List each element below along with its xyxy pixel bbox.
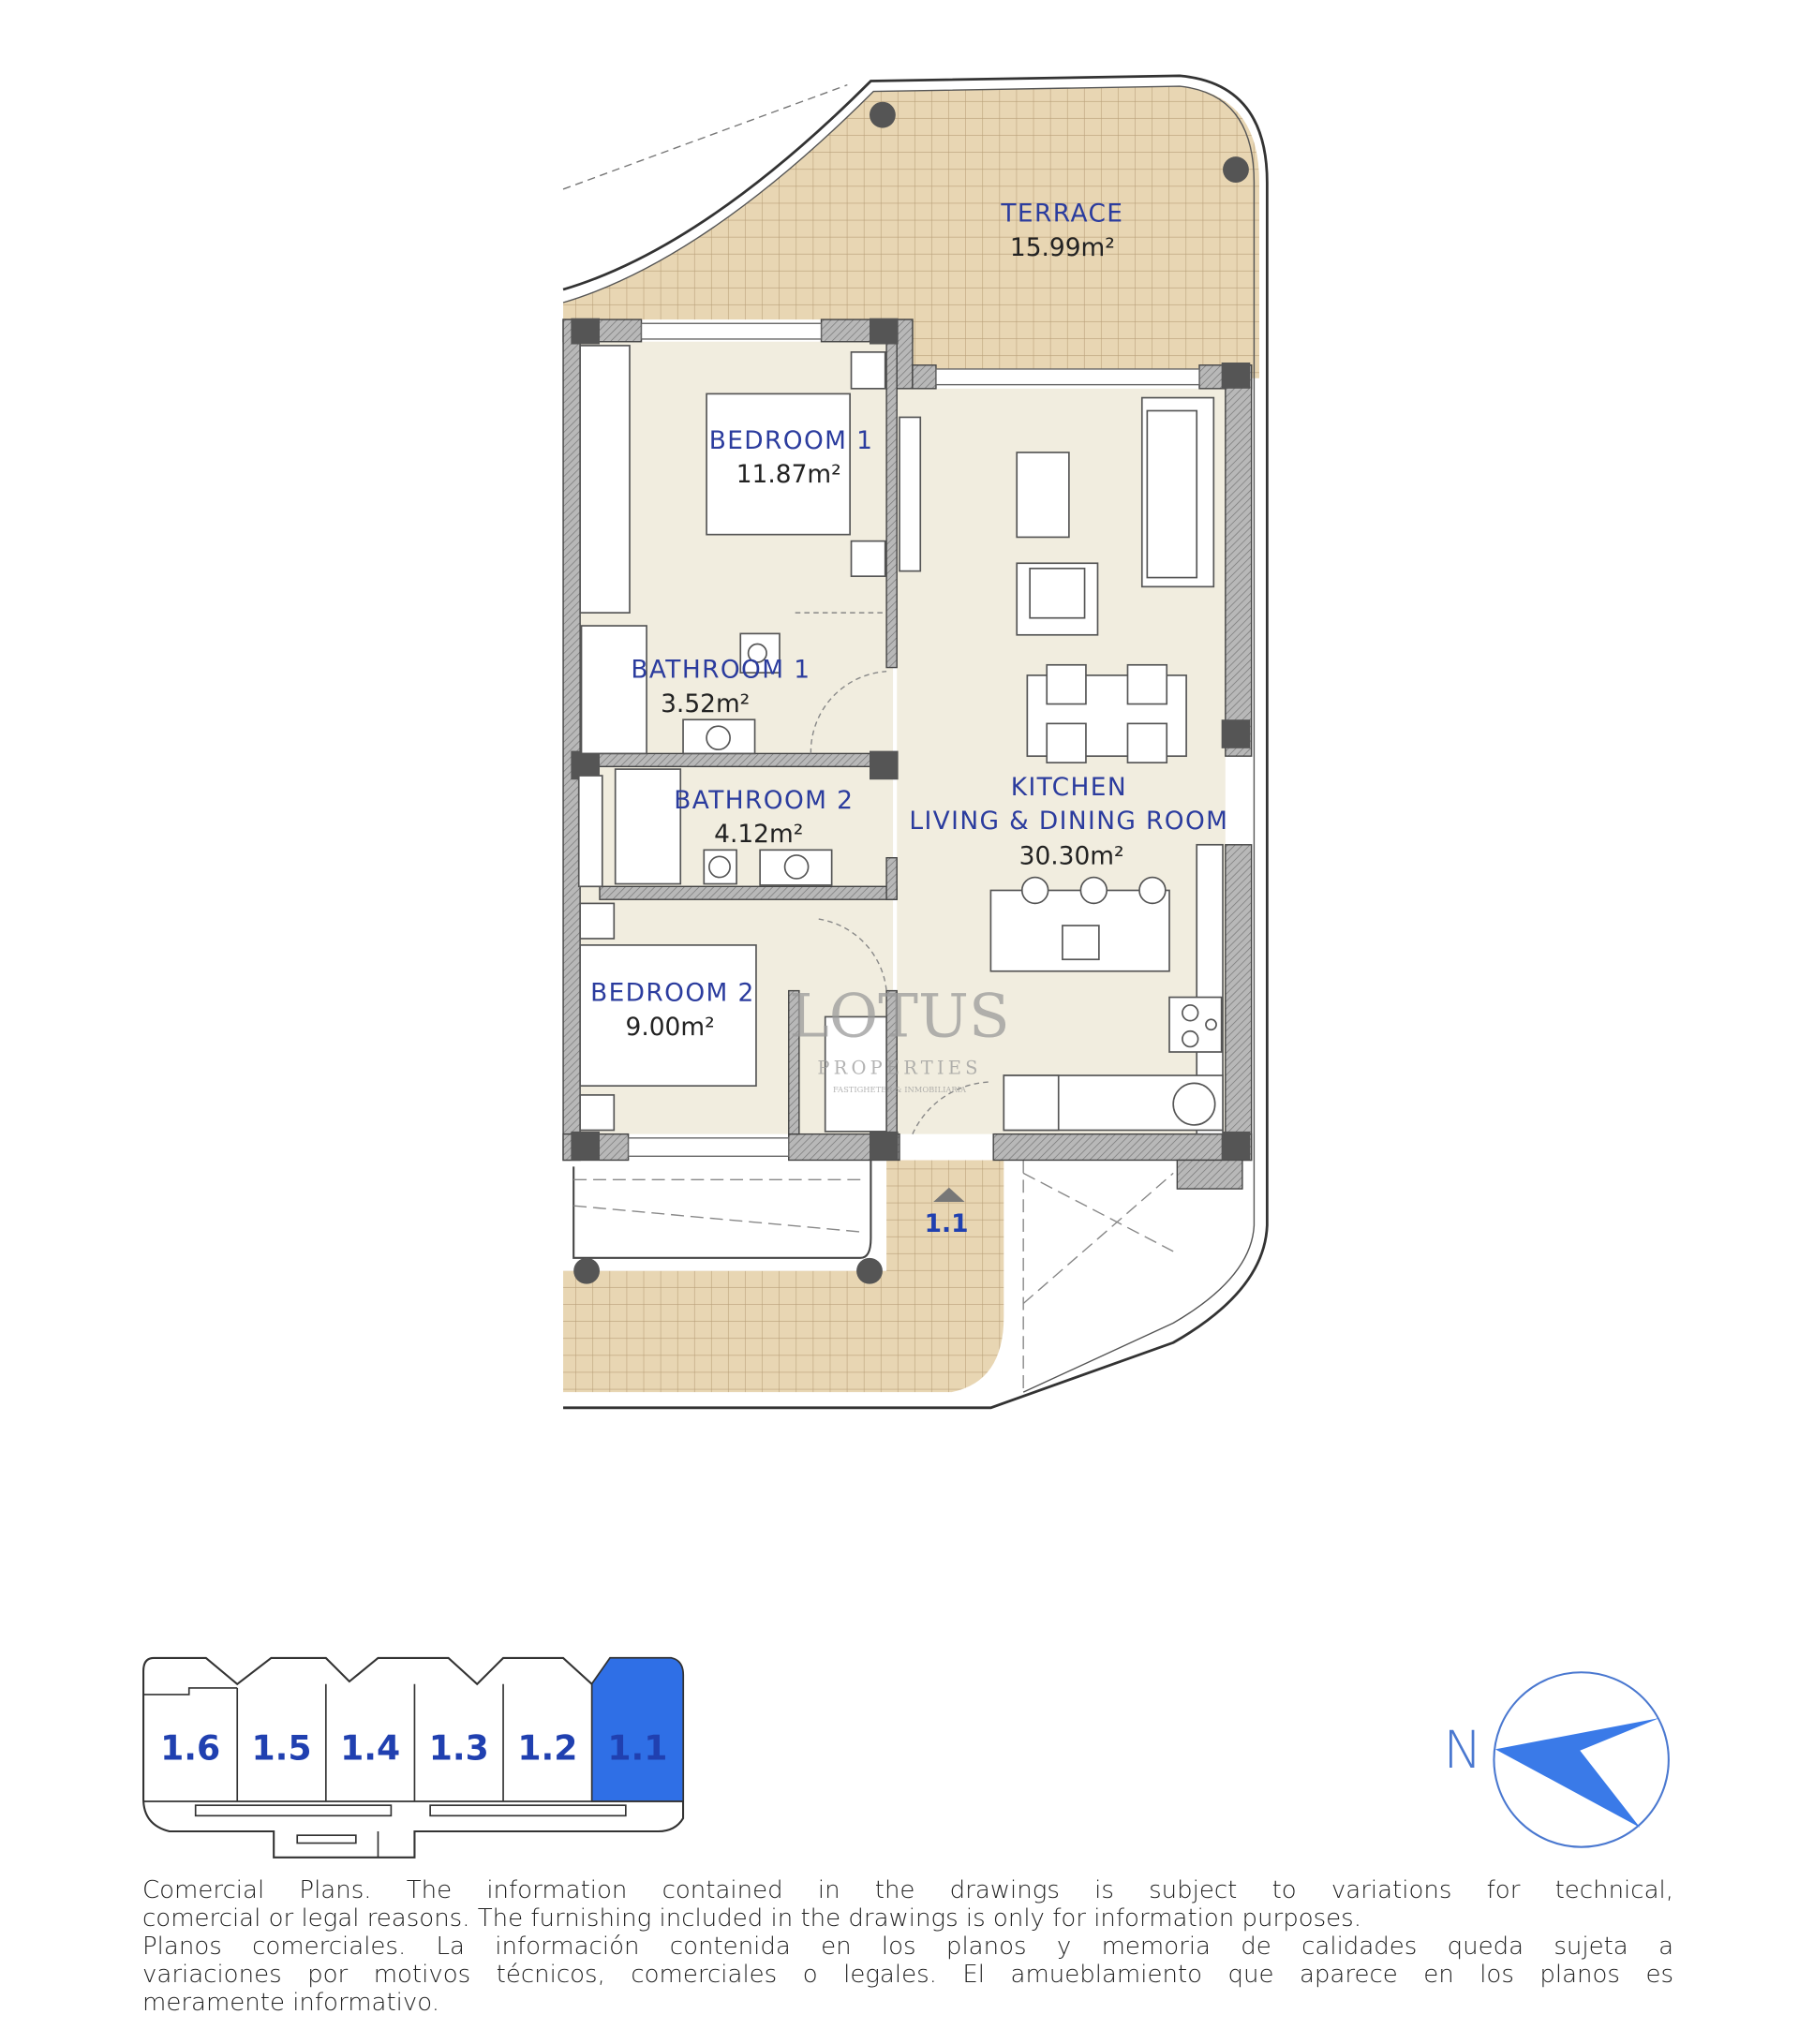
columns — [571, 101, 1251, 1284]
north-compass: N — [1443, 1671, 1670, 1848]
bedroom1-area: 11.87m² — [736, 460, 841, 489]
key-plan-unit-selected[interactable]: 1.1 — [607, 1727, 667, 1768]
disclaimer-line: variaciones por motivos técnicos, comerc… — [142, 1961, 1673, 1989]
windows — [627, 322, 1200, 1157]
bed-1 — [706, 393, 851, 536]
disclaimer-line: Planos comerciales. La información conte… — [142, 1933, 1673, 1961]
entrance-arrow-icon — [933, 1187, 965, 1202]
key-plan: 1.6 1.5 1.4 1.3 1.2 1.1 — [142, 1656, 685, 1859]
watermark-logo: LOTUS — [789, 982, 1009, 1051]
bed-2 — [579, 944, 757, 1088]
terrace-outline — [562, 74, 1269, 1410]
key-plan-selected-unit — [590, 1657, 684, 1802]
key-plan-unit[interactable]: 1.3 — [429, 1727, 489, 1768]
entrance-label: 1.1 — [925, 1209, 969, 1238]
lower-terrace — [563, 1160, 1004, 1393]
door-swings — [795, 612, 991, 1134]
bathroom2-label: BATHROOM 2 — [674, 786, 854, 815]
bedroom2-label: BEDROOM 2 — [590, 979, 755, 1008]
living-dining-label: LIVING & DINING ROOM — [909, 807, 1228, 836]
bedroom2-area: 9.00m² — [626, 1013, 715, 1042]
terrace-area — [563, 86, 1259, 378]
bathtub — [580, 625, 647, 755]
key-plan-unit[interactable]: 1.2 — [517, 1727, 577, 1768]
terrace-label: TERRACE — [1000, 200, 1123, 229]
bathroom2-area: 4.12m² — [714, 820, 803, 849]
terrace-inner-outline — [562, 85, 1256, 1393]
dashed-lines — [1022, 1160, 1174, 1393]
bathroom1-area: 3.52m² — [661, 689, 750, 718]
disclaimer-line: Comercial Plans. The information contain… — [142, 1876, 1673, 1904]
dashed-line — [562, 83, 848, 190]
shower — [614, 768, 682, 885]
north-label: N — [1443, 1720, 1482, 1781]
planter — [572, 1160, 872, 1259]
furniture — [577, 345, 1224, 1135]
bathroom1-label: BATHROOM 1 — [631, 656, 810, 685]
terrace-area-label: 15.99m² — [1010, 233, 1115, 262]
north-arrow-icon — [1494, 1717, 1660, 1828]
kitchen-label: KITCHEN — [1011, 773, 1127, 802]
disclaimer-line: meramente informativo. — [142, 1989, 439, 2017]
disclaimer: Comercial Plans. The information contain… — [142, 1876, 1673, 2017]
kitchen-area: 30.30m² — [1019, 842, 1124, 871]
key-plan-unit[interactable]: 1.5 — [251, 1727, 311, 1768]
watermark-tag: FASTIGHETER & INMOBILIARIA — [833, 1085, 967, 1094]
disclaimer-line: comercial or legal reasons. The furnishi… — [142, 1904, 1361, 1933]
key-plan-unit[interactable]: 1.4 — [340, 1727, 400, 1768]
dashed-lines — [573, 1178, 861, 1233]
key-plan-unit[interactable]: 1.6 — [160, 1727, 220, 1768]
watermark-sub: PROPERTIES — [817, 1058, 981, 1079]
bedroom1-label: BEDROOM 1 — [709, 426, 874, 455]
